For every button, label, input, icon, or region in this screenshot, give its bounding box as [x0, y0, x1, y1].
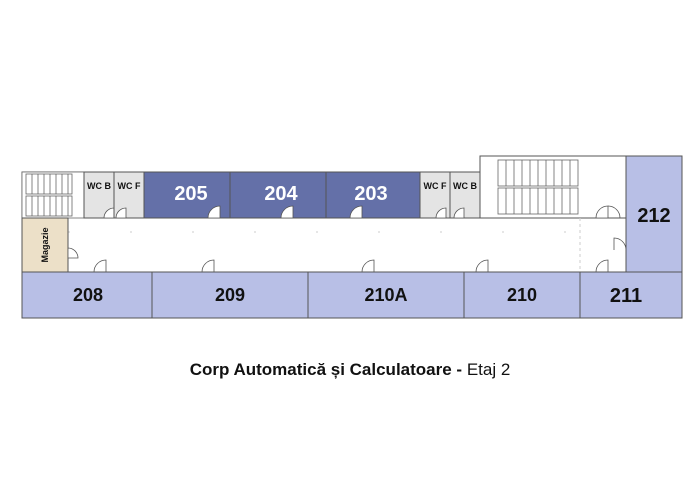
wc-f-left[interactable]: WC F: [113, 171, 145, 219]
door-209-icon: [201, 259, 215, 273]
wc-f-left-label: WC F: [118, 181, 141, 191]
room-211-label: 211: [610, 285, 642, 307]
room-209-label: 209: [215, 285, 245, 305]
room-212[interactable]: 212: [613, 155, 683, 273]
door-203-icon: [349, 205, 363, 219]
wc-b-left-label: WC B: [87, 181, 111, 191]
door-204-icon: [280, 205, 294, 219]
floor-caption: Corp Automatică și Calculatoare - Etaj 2: [0, 360, 700, 380]
wc-b-right-label: WC B: [453, 181, 477, 191]
stairs-left: [21, 171, 85, 219]
door-magazie-icon: [67, 247, 79, 259]
room-210-label: 210: [507, 285, 537, 305]
caption-building: Corp Automatică și Calculatoare: [189, 360, 452, 379]
door-208-icon: [93, 259, 107, 273]
room-205-label: 205: [174, 183, 207, 205]
door-211-icon: [595, 259, 609, 273]
door-210-icon: [475, 259, 489, 273]
room-203[interactable]: 203: [325, 171, 421, 219]
room-204[interactable]: 204: [229, 171, 327, 219]
stairs-right: [497, 159, 579, 215]
door-212-icon: [613, 237, 627, 251]
room-210a[interactable]: 210A: [307, 259, 465, 319]
magazie-label: Magazie: [40, 227, 50, 262]
room-212-label: 212: [637, 205, 670, 227]
storage-magazie[interactable]: Magazie: [21, 217, 79, 273]
wc-f-right[interactable]: WC F: [419, 171, 451, 219]
caption-floor: Etaj 2: [466, 360, 511, 379]
wc-b-left[interactable]: WC B: [83, 171, 115, 219]
room-203-label: 203: [354, 183, 387, 205]
room-204-label: 204: [264, 183, 298, 205]
door-stair-right-icon: [595, 205, 609, 219]
caption-separator: -: [451, 360, 467, 379]
door-210a-icon: [361, 259, 375, 273]
room-205[interactable]: 205: [143, 171, 231, 219]
door-205-icon: [207, 205, 221, 219]
room-208[interactable]: 208: [21, 259, 153, 319]
room-209[interactable]: 209: [151, 259, 309, 319]
room-211[interactable]: 211: [579, 259, 683, 319]
wc-b-right[interactable]: WC B: [449, 171, 481, 219]
door-stair-right-2-icon: [607, 205, 621, 219]
wc-f-right-label: WC F: [424, 181, 447, 191]
room-210[interactable]: 210: [463, 259, 581, 319]
room-208-label: 208: [73, 285, 103, 305]
room-210a-label: 210A: [364, 285, 407, 305]
